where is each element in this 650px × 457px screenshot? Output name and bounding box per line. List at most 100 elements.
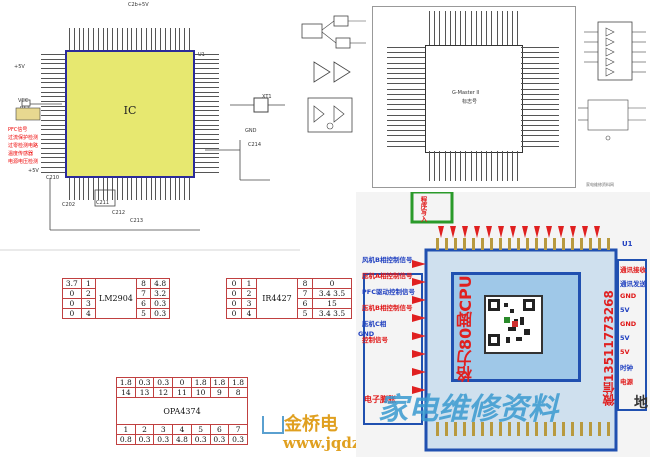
pin-cell: 4 <box>80 308 97 319</box>
mcu-pin <box>491 151 493 181</box>
ic-pin <box>41 82 65 84</box>
mcu-pin <box>517 11 519 45</box>
mcu-pin <box>387 93 425 95</box>
ic-pin <box>155 178 157 200</box>
ic-pin <box>41 129 65 131</box>
ic-pin <box>150 178 152 200</box>
mcu-pin <box>507 11 508 45</box>
ic-pin <box>121 178 123 200</box>
mcu-pin <box>449 151 451 181</box>
pin-table-lm2904: 3.7 1 LM2904 8 4.8 0 2 7 3.2 0 3 6 0.3 0… <box>62 278 170 319</box>
pin-cell: 4.8 <box>150 278 170 289</box>
gnd-label: GND <box>358 330 375 338</box>
cpu-pin <box>472 238 475 250</box>
mcu-pin <box>486 11 488 45</box>
cpu-signal-label: PFC驱动控制信号 <box>362 288 415 296</box>
mcu-pin <box>449 11 451 45</box>
pin-cell: 3 <box>80 298 97 309</box>
ic-pin <box>195 91 219 93</box>
signal-arrow-icon <box>558 226 564 238</box>
cpu-pin <box>535 238 538 250</box>
cpu-signal-label: GND <box>620 292 637 300</box>
ic-pin <box>165 28 166 50</box>
ic-pin <box>126 28 128 50</box>
ic-pin <box>93 178 94 200</box>
cpu-pin <box>436 422 439 436</box>
ic-pin <box>195 72 219 74</box>
cpu-pin <box>589 422 592 436</box>
pin-cell: 1 <box>241 278 257 289</box>
cpu-pin <box>553 422 556 436</box>
cpu-pin <box>598 422 601 436</box>
signal-arrow-icon <box>412 314 426 322</box>
mcu-pin <box>521 83 559 85</box>
ic-pin <box>136 28 138 50</box>
mcu-pin <box>429 151 430 181</box>
ic-pin <box>165 178 166 200</box>
cpu-pin <box>481 238 484 250</box>
cpu-pin <box>571 422 574 436</box>
ic-pin <box>195 63 219 65</box>
mcu-title: G-Master II <box>452 90 480 96</box>
ic-pin <box>195 129 219 131</box>
pin-cell: 4 <box>241 308 257 319</box>
mcu-pin <box>387 125 425 126</box>
ic-pin <box>195 138 219 140</box>
ic-part-label: XT1 <box>262 94 272 100</box>
ic-red-note: 温度传感器 <box>8 151 34 157</box>
cpu-pin <box>517 238 520 250</box>
pin-cell: 4.8 <box>172 434 192 445</box>
mcu-pin <box>455 11 456 45</box>
ic-wiring <box>0 97 300 251</box>
pin-cell: 7 <box>228 424 248 435</box>
mcu-pin <box>387 73 425 74</box>
mcu-pin <box>470 11 472 45</box>
ic-pin <box>41 105 65 107</box>
ic-side-label: +5V <box>14 64 25 70</box>
mcu-pin <box>496 11 498 45</box>
mcu-pin <box>521 62 559 64</box>
cpu-pin <box>526 238 529 250</box>
mcu-pin <box>521 78 559 80</box>
cpu-pin <box>607 422 610 436</box>
signal-arrow-icon <box>582 226 588 238</box>
ic-pin <box>88 28 90 50</box>
ic-pin <box>107 28 109 50</box>
mcu-pin <box>460 151 462 181</box>
ic-pin <box>41 72 65 74</box>
mcu-pin <box>501 11 503 45</box>
mcu-pin <box>387 145 425 147</box>
mcu-pin <box>387 62 425 64</box>
pin-cell: 0.3 <box>150 308 170 319</box>
ic-pin <box>174 178 176 200</box>
ic-chip-body: IC <box>65 50 195 178</box>
mcu-pin <box>444 11 446 45</box>
cpu-pin <box>454 422 457 436</box>
mcu-pin <box>521 114 559 116</box>
pin-cell: 3.4 3.5 <box>312 288 352 299</box>
pin-cell: 0.3 <box>153 377 174 388</box>
mcu-pin <box>439 11 441 45</box>
ic-pin <box>73 28 75 50</box>
cpu-pin <box>607 238 610 250</box>
ic-red-note: PFC信号 <box>8 127 28 133</box>
ic-part-label: C212 <box>112 210 126 216</box>
ic-pin <box>195 115 219 117</box>
pin-cell: 3 <box>153 424 174 435</box>
mcu-pin <box>429 11 430 45</box>
pin-cell: 2 <box>241 288 257 299</box>
mcu-pin <box>387 109 425 111</box>
ic-pin <box>141 28 142 50</box>
ic-pin <box>93 28 94 50</box>
mcu-pin <box>496 151 498 181</box>
ic-pin <box>41 119 65 121</box>
signal-arrow-icon <box>522 226 528 238</box>
ic-pin <box>97 178 99 200</box>
cpu-signal-label: 5V <box>620 348 630 356</box>
brand-logo-icon <box>262 416 284 434</box>
mcu-pin <box>521 104 559 106</box>
